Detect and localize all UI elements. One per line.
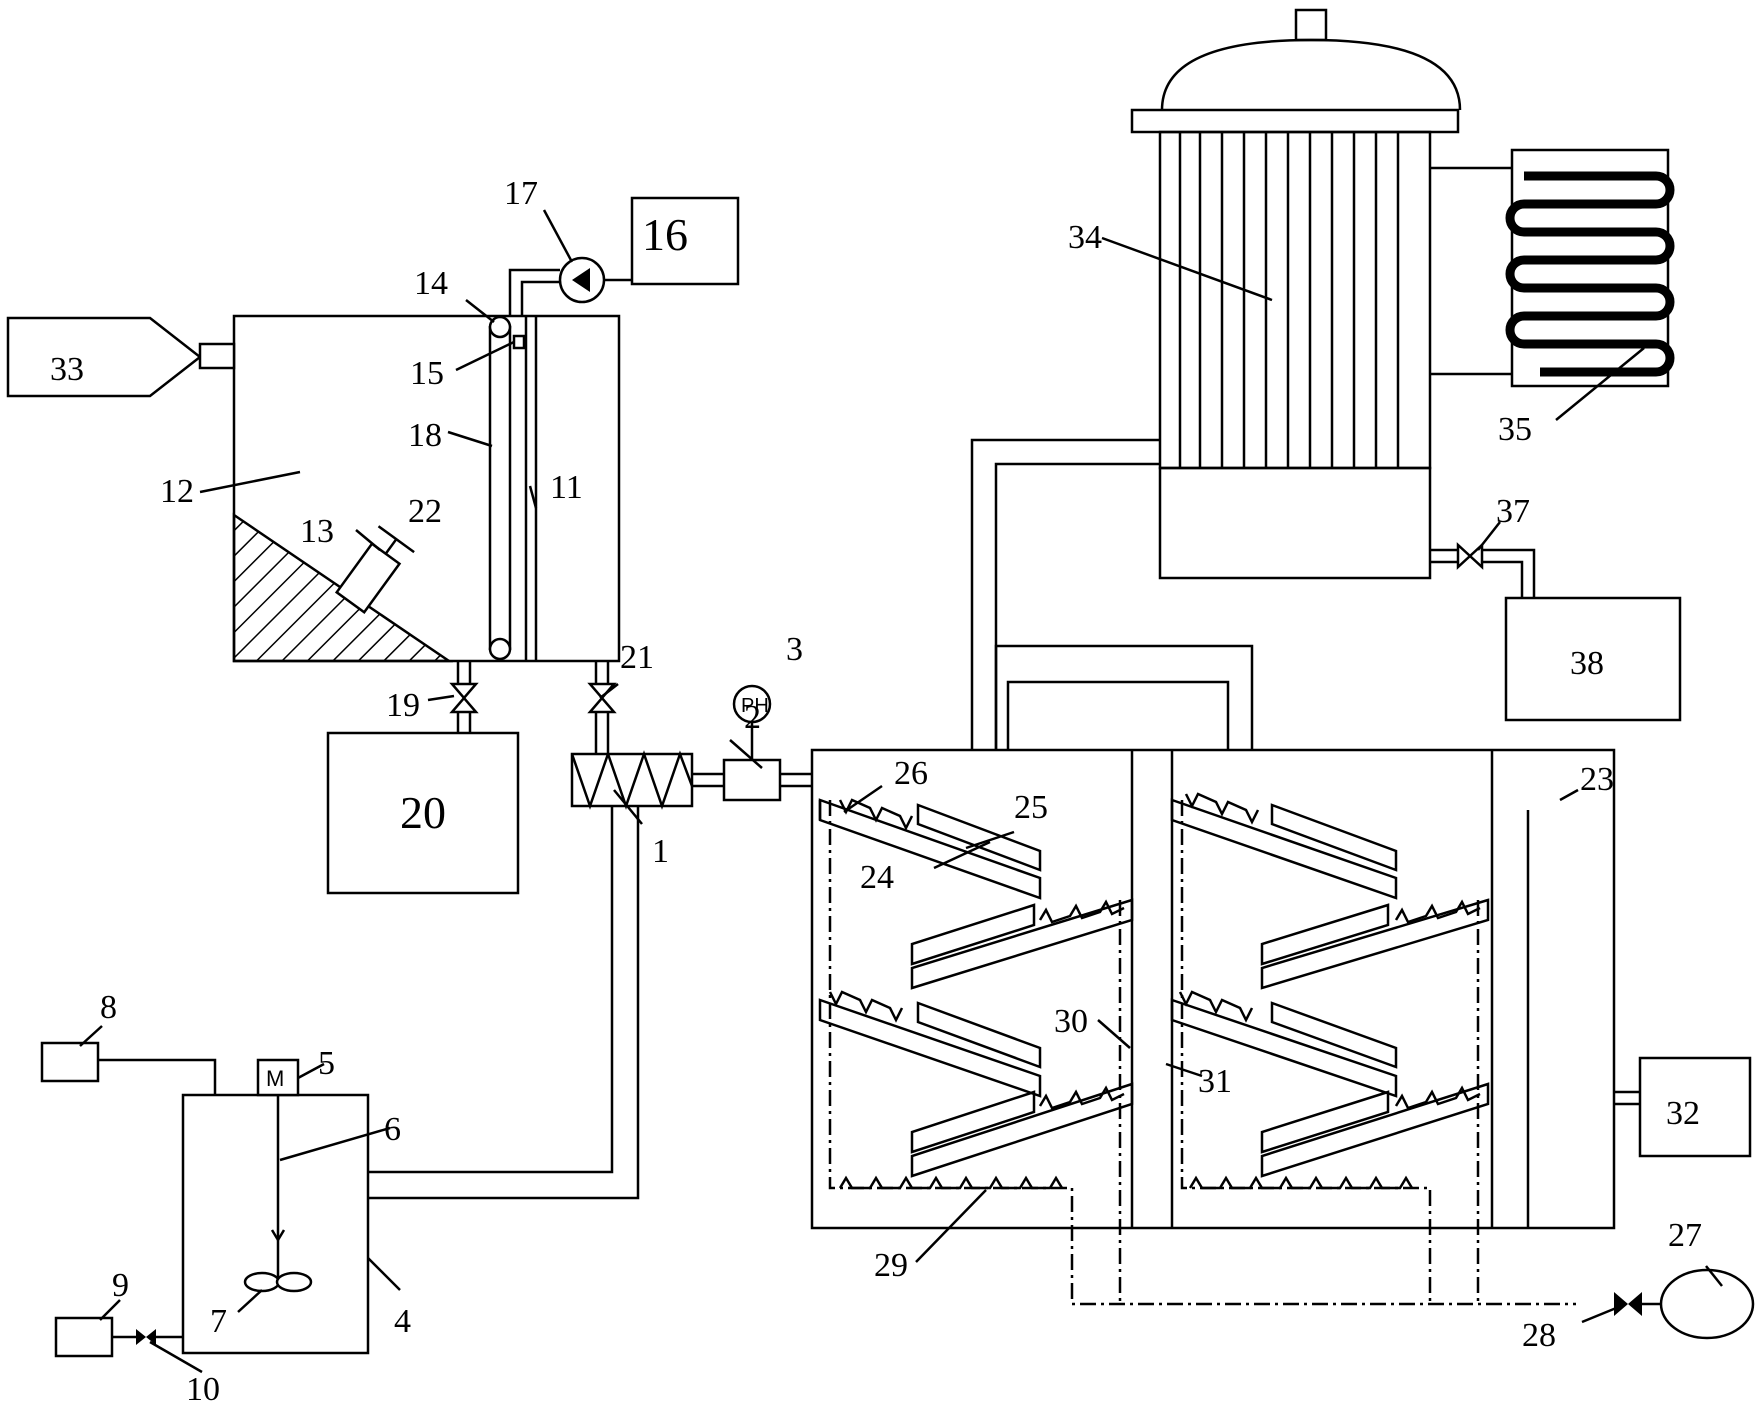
label-5: 5 bbox=[318, 1045, 335, 1082]
label-37: 37 bbox=[1496, 493, 1530, 530]
blower-27 bbox=[1659, 1268, 1755, 1340]
label-13: 13 bbox=[300, 513, 334, 550]
valve-19 bbox=[449, 661, 479, 733]
label-10: 10 bbox=[186, 1371, 220, 1408]
scraper-15 bbox=[512, 334, 526, 350]
gas-pipes bbox=[970, 438, 1254, 750]
stirred-tank-4: M bbox=[181, 1058, 370, 1355]
tank-16 bbox=[630, 196, 740, 286]
label-12: 12 bbox=[160, 473, 194, 510]
static-mixer-1 bbox=[570, 750, 694, 810]
leader-lines bbox=[79, 209, 1723, 1374]
label-4: 4 bbox=[394, 1303, 411, 1340]
label-11: 11 bbox=[550, 469, 583, 506]
collector-tubes bbox=[1178, 132, 1400, 468]
condenser-coil-35 bbox=[1430, 148, 1675, 388]
ph-meter-text: PH bbox=[741, 695, 769, 717]
ph-meter-3: PH bbox=[732, 684, 772, 724]
label-23: 23 bbox=[1580, 761, 1614, 798]
label-14: 14 bbox=[414, 265, 448, 302]
feeder-13 bbox=[334, 525, 415, 615]
pretreatment-tank bbox=[232, 314, 621, 663]
valve-10 bbox=[112, 1329, 183, 1345]
valve-37 bbox=[1430, 542, 1536, 598]
label-16: 16 bbox=[642, 209, 688, 260]
label-24: 24 bbox=[860, 859, 894, 896]
label-30: 30 bbox=[1054, 1003, 1088, 1040]
label-38: 38 bbox=[1570, 645, 1604, 682]
chamber-2-plates bbox=[1170, 792, 1490, 1178]
motor-text: M bbox=[266, 1066, 284, 1091]
chamber-1-plates bbox=[818, 798, 1134, 1178]
label-1: 1 bbox=[652, 833, 669, 870]
feed-unit-33 bbox=[6, 316, 236, 398]
impeller-7 bbox=[243, 1271, 281, 1293]
label-2: 2 bbox=[744, 699, 761, 736]
label-17: 17 bbox=[504, 175, 538, 212]
pump-17 bbox=[508, 256, 632, 316]
label-34: 34 bbox=[1068, 219, 1102, 256]
effluent-box-32 bbox=[1638, 1056, 1752, 1158]
label-29: 29 bbox=[874, 1247, 908, 1284]
label-8: 8 bbox=[100, 989, 117, 1026]
label-19: 19 bbox=[386, 687, 420, 724]
label-21: 21 bbox=[620, 639, 654, 676]
residue-box-38 bbox=[1504, 596, 1682, 722]
belt-roller-top bbox=[488, 315, 512, 339]
label-31: 31 bbox=[1198, 1063, 1232, 1100]
dosing-box-8 bbox=[40, 1041, 100, 1083]
label-7: 7 bbox=[210, 1303, 227, 1340]
label-33: 33 bbox=[50, 351, 84, 388]
label-32: 32 bbox=[1666, 1095, 1700, 1132]
label-3: 3 bbox=[786, 631, 803, 668]
label-25: 25 bbox=[1014, 789, 1048, 826]
label-6: 6 bbox=[384, 1111, 401, 1148]
label-26: 26 bbox=[894, 755, 928, 792]
label-35: 35 bbox=[1498, 411, 1532, 448]
label-28: 28 bbox=[1522, 1317, 1556, 1354]
gas-collector-34 bbox=[1130, 8, 1462, 580]
belt-roller-bottom bbox=[488, 637, 512, 661]
reactor-23 bbox=[810, 748, 1616, 1230]
dosing-box-9 bbox=[54, 1316, 114, 1358]
valve-28 bbox=[1614, 1292, 1660, 1316]
label-27: 27 bbox=[1668, 1217, 1702, 1254]
label-22: 22 bbox=[408, 493, 442, 530]
label-18: 18 bbox=[408, 417, 442, 454]
label-20: 20 bbox=[400, 787, 446, 838]
aeration-pipes bbox=[828, 800, 1576, 1306]
valve-21 bbox=[587, 661, 617, 754]
collection-box-20 bbox=[326, 731, 520, 895]
label-9: 9 bbox=[112, 1267, 129, 1304]
label-15: 15 bbox=[410, 355, 444, 392]
